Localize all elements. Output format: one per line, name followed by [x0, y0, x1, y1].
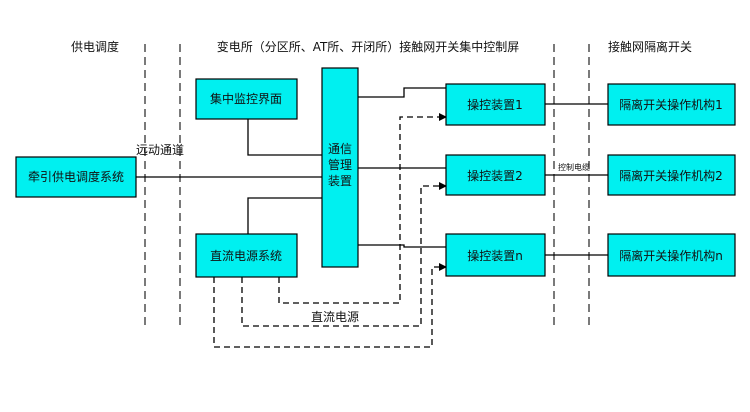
control-unit-2-label: 操控装置2 — [467, 168, 523, 183]
control-unit-2-box — [445, 154, 546, 196]
dc-power-label: 直流电源 — [311, 310, 359, 324]
section-substation-label: 变电所（分区所、AT所、开闭所）接触网开关集中控制屏 — [217, 39, 520, 54]
dc-feed-unit2 — [241, 182, 447, 327]
control-unit-n-label: 操控装置n — [467, 248, 523, 263]
section-dispatch-label: 供电调度 — [71, 39, 119, 54]
dc-feed-unitn — [213, 263, 447, 348]
dc-power-system-box — [195, 233, 298, 278]
comm-device-label-1: 通信 — [328, 142, 352, 156]
control-unit-1-box — [445, 83, 546, 126]
channel-label: 远动通道 — [136, 143, 184, 157]
comm-device-label-3: 装置 — [328, 174, 352, 188]
comm-device-label-2: 管理 — [328, 157, 352, 172]
monitor-ui-label: 集中监控界面 — [210, 91, 282, 106]
comm-device-box — [321, 67, 359, 268]
mechanism-1-label: 隔离开关操作机构1 — [619, 97, 723, 112]
mechanism-2-box — [607, 154, 736, 196]
dispatch-system-label: 牵引供电调度系统 — [28, 169, 124, 184]
link-monitor-to-comm — [247, 119, 322, 156]
control-cable-label: 控制电缆 — [558, 162, 590, 172]
control-unit-n-box — [445, 233, 546, 277]
mechanism-2-label: 隔离开关操作机构2 — [619, 168, 723, 183]
mechanism-n-box — [607, 233, 736, 277]
section-switches-label: 接触网隔离开关 — [608, 39, 692, 54]
mechanism-n-label: 隔离开关操作机构n — [619, 248, 723, 263]
link-comm-to-unitn — [358, 244, 446, 248]
dc-power-system-label: 直流电源系统 — [210, 249, 282, 263]
mechanism-1-box — [607, 83, 736, 126]
link-comm-to-unit1 — [358, 87, 446, 98]
monitor-ui-box — [195, 78, 298, 120]
dispatch-system-box — [15, 156, 137, 198]
control-unit-1-label: 操控装置1 — [467, 97, 523, 112]
link-dcpower-to-comm — [247, 197, 322, 234]
